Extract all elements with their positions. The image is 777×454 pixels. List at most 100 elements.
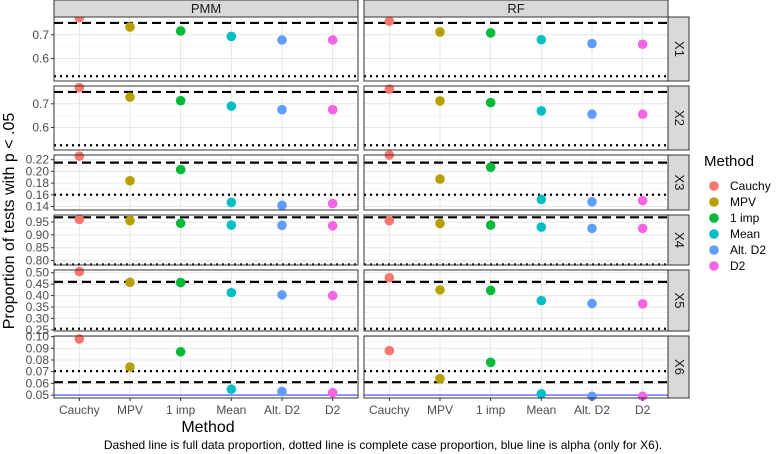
x-tick-label: Alt. D2	[264, 403, 300, 417]
legend-key	[709, 181, 719, 191]
panel-background	[364, 336, 668, 398]
y-tick-label: 0.18	[26, 176, 50, 190]
y-tick-label: 0.90	[26, 228, 50, 242]
panel-border	[53, 154, 359, 211]
panel-border	[53, 335, 359, 399]
y-tick-label: 0.06	[26, 376, 50, 390]
x-tick-label: Mean	[216, 403, 246, 417]
data-point	[435, 174, 445, 184]
data-point	[637, 223, 648, 234]
data-point	[536, 389, 547, 399]
figure-caption: Dashed line is full data proportion, dot…	[104, 438, 662, 452]
data-point	[74, 151, 85, 161]
panel-background	[364, 17, 668, 81]
panel-background	[54, 17, 358, 81]
y-tick-label: 0.6	[32, 51, 49, 65]
data-point	[226, 101, 237, 111]
data-point	[637, 109, 648, 120]
data-point	[277, 386, 287, 397]
row-strip	[667, 214, 690, 266]
legend-label: MPV	[730, 195, 756, 209]
x-tick-label: Cauchy	[59, 403, 100, 417]
data-point	[485, 220, 496, 230]
data-point	[277, 104, 287, 115]
x-tick-label: Mean	[526, 403, 556, 417]
data-point	[384, 345, 395, 356]
data-point	[536, 295, 547, 306]
data-point	[226, 31, 237, 42]
y-tick-label: 0.14	[26, 199, 50, 213]
legend-key	[709, 197, 719, 207]
data-point	[485, 357, 496, 368]
data-point	[637, 299, 648, 309]
column-strip	[363, 0, 669, 18]
data-point	[637, 195, 648, 206]
data-point	[74, 82, 85, 93]
data-point	[175, 26, 186, 36]
y-tick-label: 0.85	[26, 241, 50, 255]
row-strip	[667, 16, 690, 82]
y-tick-label: 0.07	[26, 365, 50, 379]
data-point	[384, 16, 395, 27]
y-tick-label: 0.22	[26, 153, 50, 167]
y-tick-label: 0.05	[26, 388, 50, 402]
x-tick-label: MPV	[117, 403, 143, 417]
legend-key	[709, 229, 719, 239]
y-tick-label: 0.10	[26, 330, 50, 344]
data-point	[125, 215, 135, 226]
x-axis-title: Method	[181, 419, 234, 436]
axes-layer: 0.60.70.60.70.140.160.180.200.220.800.85…	[26, 28, 651, 417]
panel-background	[54, 215, 358, 265]
y-tick-label: 0.30	[26, 311, 50, 325]
data-point	[327, 104, 338, 115]
column-strip-label: PMM	[191, 1, 221, 16]
data-point	[637, 39, 648, 50]
row-strip	[667, 85, 690, 151]
data-point	[175, 164, 186, 175]
data-point	[485, 162, 496, 173]
data-point	[327, 221, 338, 231]
legend-title: Method	[704, 153, 754, 170]
panel-border	[53, 269, 359, 332]
legend-key	[709, 261, 719, 271]
y-tick-label: 0.7	[32, 28, 49, 42]
data-point	[384, 272, 395, 283]
x-tick-label: Alt. D2	[574, 403, 610, 417]
data-point	[485, 97, 496, 108]
column-strip-label: RF	[507, 1, 524, 16]
data-point	[587, 391, 597, 402]
y-tick-label: 0.80	[26, 254, 50, 268]
panel-border	[53, 85, 359, 151]
data-point	[125, 92, 135, 102]
data-point	[175, 346, 186, 357]
row-strip-label: X4	[672, 232, 687, 248]
legend-label: D2	[730, 259, 746, 273]
data-point	[125, 277, 135, 288]
data-point	[587, 38, 597, 49]
data-point	[536, 34, 547, 45]
y-tick-label: 0.35	[26, 300, 50, 314]
y-tick-label: 0.16	[26, 188, 50, 202]
row-strip	[667, 269, 690, 332]
data-point	[277, 220, 287, 231]
data-point	[226, 220, 237, 230]
x-tick-label: D2	[325, 403, 341, 417]
data-point	[74, 266, 85, 277]
data-point	[226, 384, 237, 395]
data-point	[485, 28, 496, 38]
panel-border	[53, 214, 359, 266]
data-point	[536, 222, 547, 232]
data-point	[384, 215, 395, 226]
y-tick-label: 0.20	[26, 164, 50, 178]
data-point	[277, 290, 287, 300]
data-point	[485, 285, 496, 296]
data-point	[435, 285, 445, 295]
data-point	[637, 391, 648, 402]
x-tick-label: 1 imp	[476, 403, 506, 417]
data-point	[74, 214, 85, 225]
x-tick-label: 1 imp	[166, 403, 196, 417]
data-point	[536, 194, 547, 205]
y-tick-label: 0.7	[32, 97, 49, 111]
panel-background	[54, 86, 358, 150]
